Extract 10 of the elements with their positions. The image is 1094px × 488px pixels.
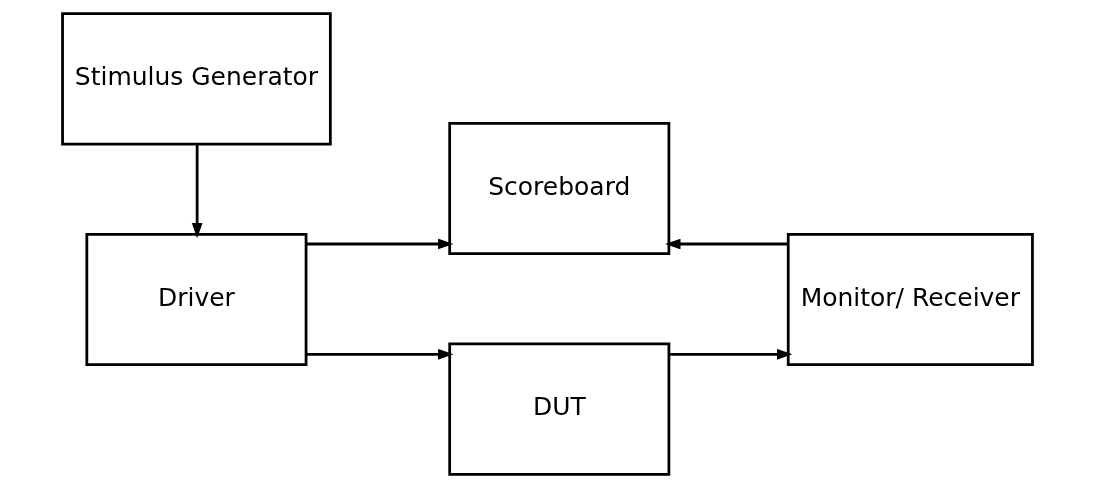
arrow (668, 348, 792, 360)
arrow (305, 238, 453, 250)
node-box: Monitor/ Receiver (786, 232, 1034, 367)
node-box: Driver (84, 232, 307, 367)
arrow (664, 238, 788, 250)
node-box: Stimulus Generator (60, 12, 332, 146)
arrow (305, 348, 453, 360)
node-box: DUT (447, 342, 670, 476)
node-box: Scoreboard (447, 121, 670, 256)
arrow (191, 144, 202, 239)
